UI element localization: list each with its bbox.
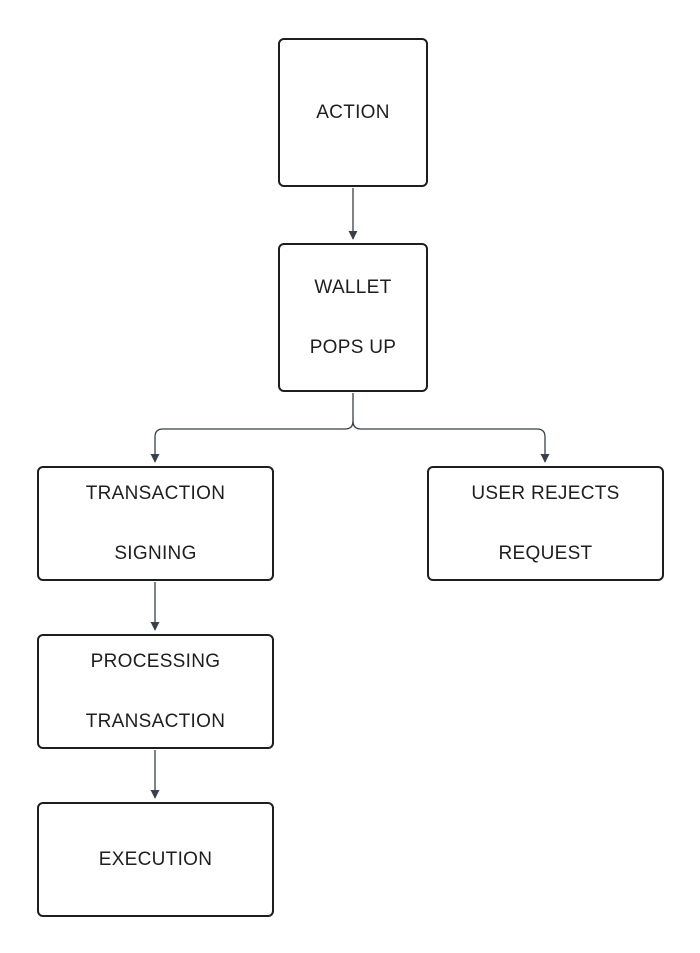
node-processing-transaction: PROCESSING TRANSACTION (37, 634, 274, 749)
node-signing-label-line-1: TRANSACTION (85, 482, 226, 504)
edge-wallet-to-reject (352, 420, 550, 463)
node-execution: EXECUTION (37, 802, 274, 917)
node-wallet-pops-up: WALLET POPS UP (278, 243, 428, 392)
node-processing-label: PROCESSING TRANSACTION (86, 617, 225, 767)
node-signing-label: TRANSACTION SIGNING (86, 449, 225, 599)
node-reject-label-line-2: REQUEST (498, 542, 593, 564)
node-execution-label: EXECUTION (98, 848, 213, 870)
node-wallet-label-line-1: WALLET (314, 276, 392, 298)
node-reject-label-line-1: USER REJECTS (471, 482, 620, 504)
node-transaction-signing: TRANSACTION SIGNING (37, 466, 274, 581)
node-signing-label-line-2: SIGNING (114, 542, 197, 564)
node-processing-label-line-2: TRANSACTION (85, 710, 226, 732)
node-wallet-label: WALLET POPS UP (310, 243, 397, 393)
node-wallet-label-line-2: POPS UP (309, 336, 397, 358)
edge-wallet-to-signing (150, 393, 354, 463)
node-action: ACTION (278, 38, 428, 187)
node-action-label: ACTION (316, 101, 390, 123)
node-reject-label: USER REJECTS REQUEST (471, 449, 619, 599)
node-processing-label-line-1: PROCESSING (90, 650, 221, 672)
node-user-rejects-request: USER REJECTS REQUEST (427, 466, 664, 581)
